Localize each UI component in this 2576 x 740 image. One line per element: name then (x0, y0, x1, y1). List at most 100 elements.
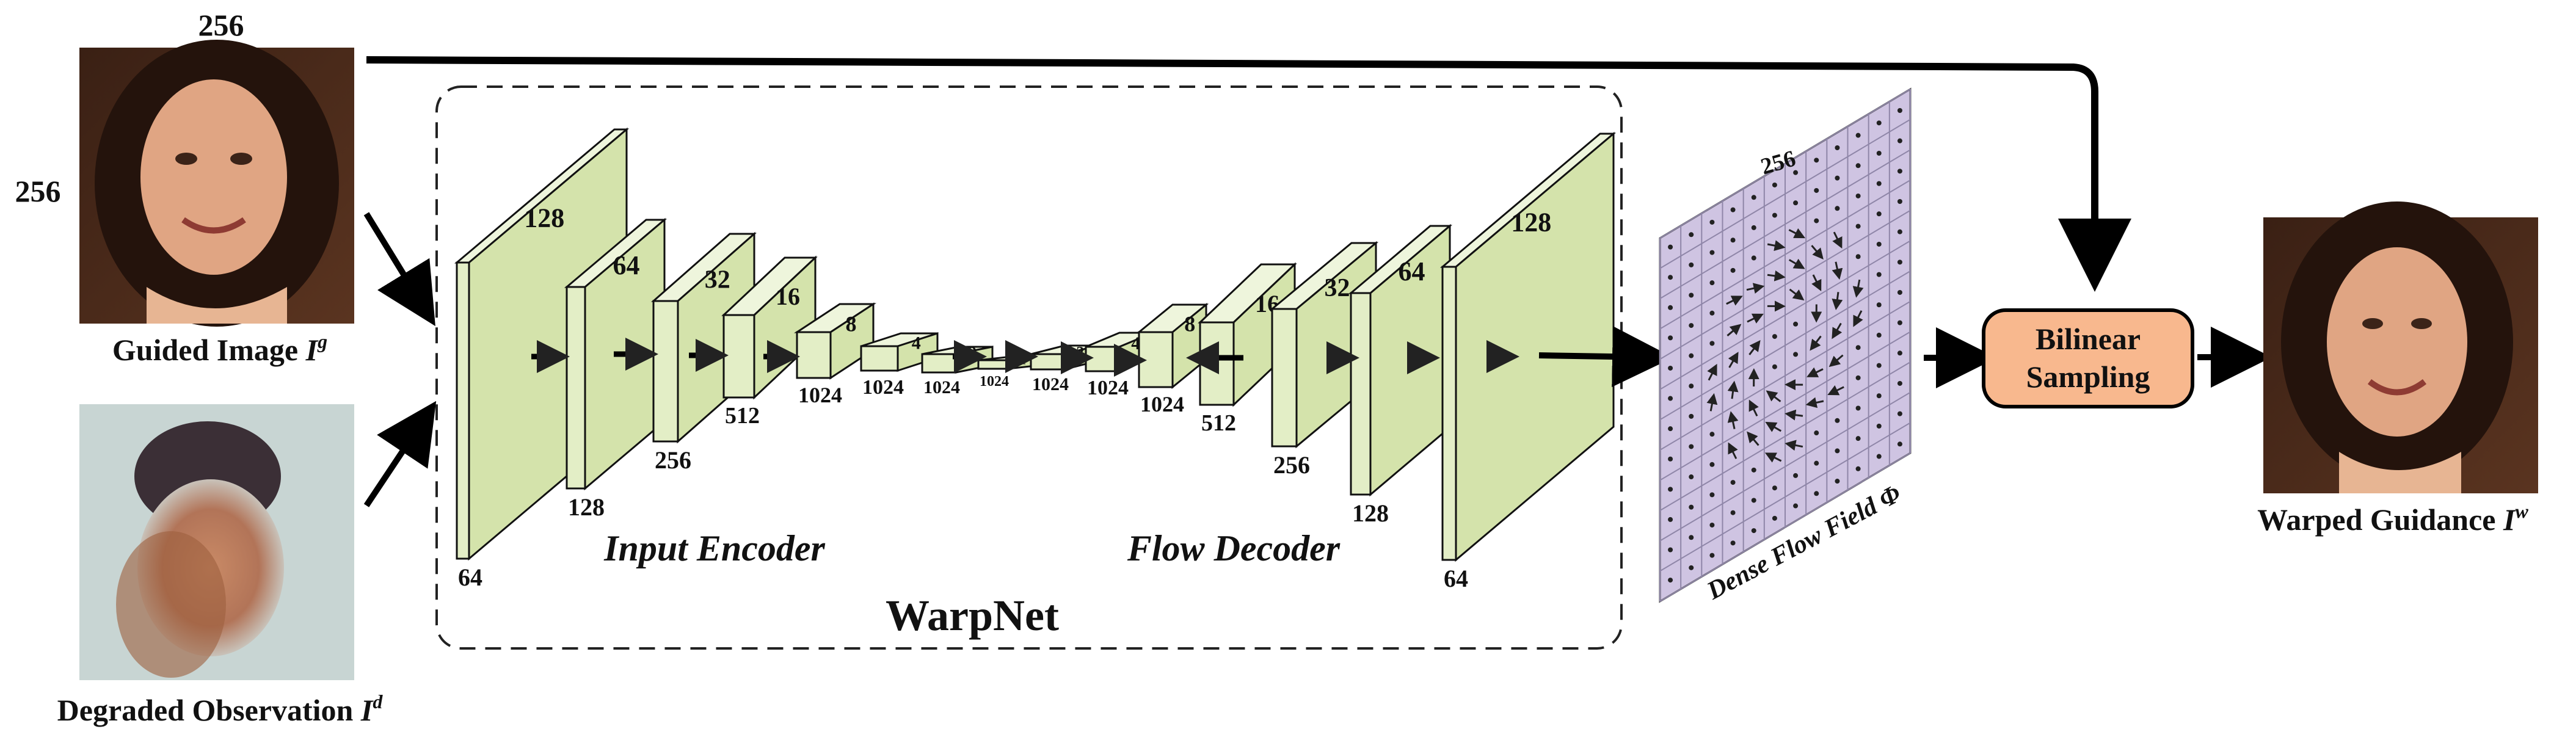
flow-dot-10-2 (1709, 522, 1715, 528)
flow-dot-0-2 (1709, 219, 1715, 225)
flow-vector-8-5 (1765, 421, 1782, 432)
flow-dot-5-11 (1897, 259, 1902, 265)
flow-dot-0-11 (1897, 107, 1902, 113)
network-blocks: 1286464128322561651281024410242102411024… (454, 127, 1617, 592)
flow-dot-4-11 (1897, 229, 1902, 234)
flow-dot-7-10 (1876, 332, 1882, 338)
flow-dot-0-5 (1772, 182, 1777, 187)
flow-dot-7-0 (1668, 456, 1673, 462)
encoder-block-1-size-label: 64 (613, 250, 640, 280)
flow-dot-10-3 (1730, 510, 1736, 515)
flow-dot-10-6 (1793, 473, 1799, 478)
flow-vector-7-4 (1748, 399, 1759, 417)
flow-dot-2-9 (1855, 193, 1861, 198)
flow-vector-3-4 (1746, 283, 1765, 294)
warpnet-title: WarpNet (886, 591, 1059, 640)
flow-dot-1-10 (1876, 150, 1882, 156)
encoder-block-5-size-label: 4 (912, 333, 921, 354)
flow-dot-9-3 (1730, 480, 1736, 485)
warpnet-boundary (435, 85, 1623, 650)
flow-dot-11-4 (1751, 528, 1756, 534)
bilinear-line2: Sampling (2026, 360, 2150, 394)
flow-vector-5-3 (1728, 352, 1739, 368)
flow-vector-7-7 (1806, 367, 1824, 377)
flow-dot-9-10 (1876, 393, 1882, 399)
flow-dot-6-0 (1668, 426, 1673, 432)
flow-dot-2-1 (1689, 292, 1694, 298)
flow-dot-11-1 (1689, 565, 1694, 570)
decoder-block-4-front (1271, 308, 1298, 448)
flow-dot-1-11 (1897, 138, 1902, 143)
flow-dot-1-5 (1772, 212, 1777, 218)
flow-vector-6-2 (1706, 393, 1718, 412)
decoder-block-4-channel-label: 256 (1273, 451, 1310, 479)
flow-dot-1-8 (1835, 175, 1840, 181)
decoder-block-2-size-label: 8 (1184, 312, 1195, 336)
flow-vector-5-2 (1707, 363, 1717, 381)
flow-dot-3-11 (1897, 198, 1902, 204)
encoder-block-5-channel-label: 1024 (862, 376, 904, 399)
encoder-block-7-front (977, 359, 1009, 370)
decoder-block-0-channel-label: 1024 (1032, 374, 1069, 394)
flow-vector-3-7 (1811, 245, 1824, 259)
flow-dot-5-5 (1772, 334, 1777, 339)
decoder-block-2-front (1138, 331, 1174, 388)
flow-vector-9-6 (1785, 440, 1803, 451)
flow-dot-9-8 (1835, 418, 1840, 423)
degraded-to-warpnet-arrow (363, 401, 437, 507)
decoder-block-2-channel-label: 1024 (1140, 392, 1184, 416)
flow-dot-6-6 (1793, 352, 1799, 357)
flow-vector-9-5 (1764, 452, 1782, 463)
flow-vector-4-3 (1726, 324, 1742, 336)
flow-dot-10-9 (1855, 436, 1861, 441)
flow-dot-4-2 (1709, 341, 1715, 346)
flow-dot-10-8 (1835, 448, 1840, 454)
flow-dot-2-2 (1709, 280, 1715, 286)
flow-dot-4-9 (1855, 254, 1861, 259)
flow-dot-8-10 (1876, 363, 1882, 368)
flow-dot-1-2 (1709, 250, 1715, 255)
flow-dot-9-11 (1897, 380, 1902, 386)
flow-dot-5-6 (1793, 321, 1799, 327)
flow-dot-6-10 (1876, 302, 1882, 308)
flow-vector-6-9 (1853, 310, 1863, 327)
flow-dot-1-9 (1855, 163, 1861, 169)
flow-vector-2-6 (1788, 228, 1806, 239)
flow-dot-6-5 (1772, 364, 1777, 369)
flow-dot-0-1 (1689, 232, 1694, 238)
flow-dot-6-1 (1689, 413, 1694, 419)
decoder-block-1-channel-label: 1024 (1087, 377, 1129, 399)
flow-vector-8-4 (1747, 431, 1759, 446)
flow-dot-11-5 (1772, 515, 1777, 521)
degraded-caption: Degraded Observation Id (57, 691, 384, 727)
flow-dot-9-9 (1855, 405, 1861, 411)
flow-dot-9-2 (1709, 492, 1715, 498)
encoder-block-6-channel-label: 1024 (923, 377, 960, 397)
flow-dot-4-0 (1668, 365, 1673, 371)
decoder-block-6-size-label: 128 (1511, 207, 1551, 237)
flow-dot-4-1 (1689, 353, 1694, 358)
warped-guidance-image (2263, 201, 2538, 493)
flow-vector-8-7 (1805, 397, 1824, 408)
flow-dot-11-10 (1876, 454, 1882, 459)
encoder-block-2-channel-label: 256 (655, 446, 691, 474)
flow-vector-6-3 (1727, 380, 1739, 399)
flow-dot-7-1 (1689, 444, 1694, 449)
flow-dot-3-1 (1689, 323, 1694, 328)
flow-vector-3-5 (1767, 270, 1786, 281)
decoder-block-6-channel-label: 64 (1444, 565, 1468, 592)
flow-vector-5-9 (1852, 279, 1864, 298)
flow-dot-3-10 (1876, 211, 1882, 217)
flow-dot-7-9 (1855, 345, 1861, 350)
flow-dot-11-9 (1855, 466, 1861, 471)
flow-dot-7-11 (1897, 320, 1902, 325)
flow-dot-11-2 (1709, 553, 1715, 558)
flow-dot-8-0 (1668, 487, 1673, 492)
flow-dot-10-7 (1814, 460, 1819, 466)
flow-vector-4-7 (1811, 274, 1822, 292)
guided-to-warpnet-arrow (363, 212, 435, 327)
flow-dot-10-4 (1751, 498, 1756, 503)
flow-gridline-h-11 (1659, 422, 1911, 572)
flow-vector-4-8 (1832, 261, 1843, 280)
